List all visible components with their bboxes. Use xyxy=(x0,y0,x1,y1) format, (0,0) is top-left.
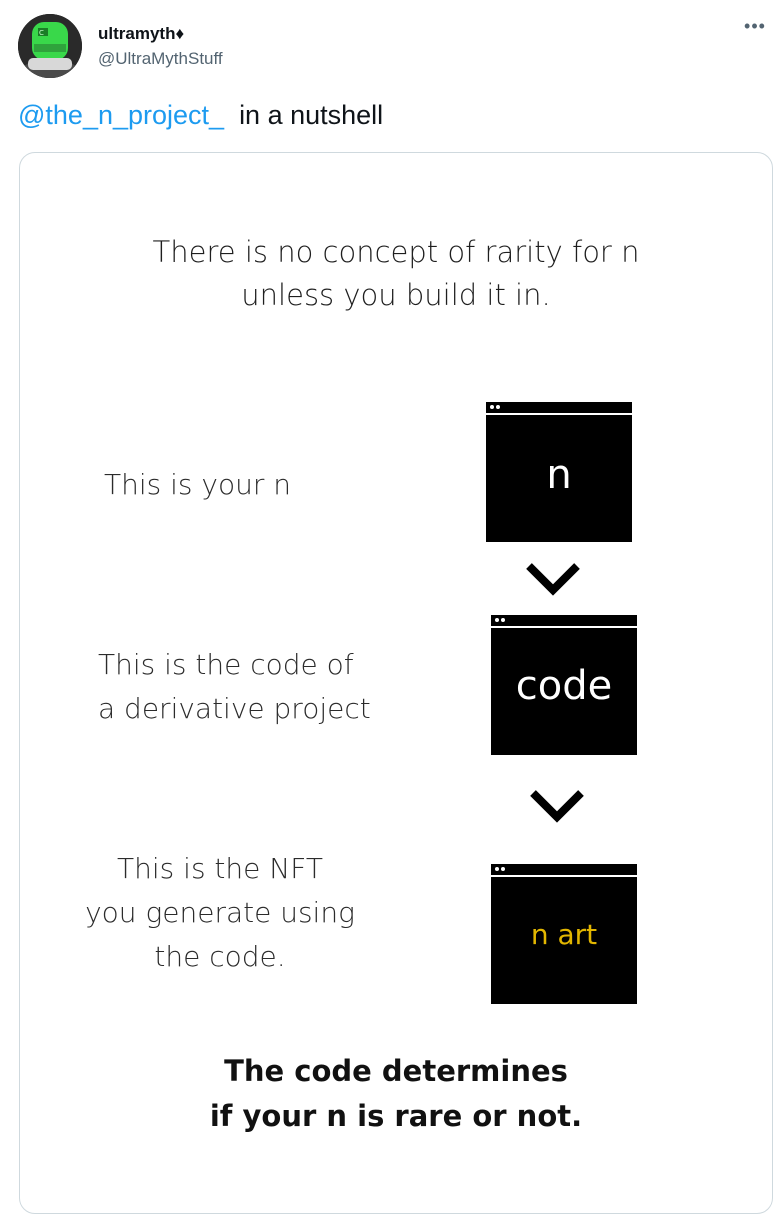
display-name[interactable]: ultramyth♦ xyxy=(98,24,185,43)
label-code: This is the code of a derivative project xyxy=(98,643,371,731)
intro-text: There is no concept of rarity for n unle… xyxy=(20,231,772,317)
window-code: code xyxy=(491,615,637,755)
window-art: n art xyxy=(491,864,637,1004)
conclusion-line-1: The code determines xyxy=(224,1054,568,1088)
window-title-bar xyxy=(491,864,637,877)
label-nft: This is the NFT you generate using the c… xyxy=(82,847,358,979)
label-nft-line-3: the code. xyxy=(154,940,286,973)
conclusion-line-2: if your n is rare or not. xyxy=(209,1099,583,1133)
tweet-text: @the_n_project_ in a nutshell xyxy=(18,100,383,131)
label-code-line-2: a derivative project xyxy=(98,692,371,725)
user-handle[interactable]: @UltraMythStuff xyxy=(98,49,223,68)
window-title-bar xyxy=(486,402,632,415)
intro-line-1: There is no concept of rarity for n xyxy=(152,235,640,269)
window-n-text: n xyxy=(546,452,572,498)
label-nft-line-2: you generate using xyxy=(85,896,355,929)
chevron-down-icon xyxy=(530,790,584,823)
window-code-text: code xyxy=(515,663,613,709)
window-dot xyxy=(490,405,494,409)
window-dot xyxy=(501,618,505,622)
window-dot xyxy=(496,405,500,409)
window-n: n xyxy=(486,402,632,542)
avatar-image: C xyxy=(18,14,82,78)
intro-line-2: unless you build it in. xyxy=(241,278,551,312)
tweet-header: C ultramyth♦ @UltraMythStuff ••• xyxy=(0,0,782,95)
tweet-media-image[interactable]: There is no concept of rarity for n unle… xyxy=(19,152,773,1214)
avatar[interactable]: C xyxy=(18,14,82,78)
window-title-bar xyxy=(491,615,637,628)
window-dot xyxy=(495,867,499,871)
svg-text:C: C xyxy=(39,29,44,37)
label-code-line-1: This is the code of xyxy=(98,648,354,681)
window-art-text: n art xyxy=(530,918,598,951)
more-horizontal-icon[interactable]: ••• xyxy=(744,16,766,36)
mention-link[interactable]: @the_n_project_ xyxy=(18,100,225,130)
conclusion-text: The code determines if your n is rare or… xyxy=(20,1049,772,1139)
window-dot xyxy=(495,618,499,622)
label-your-n: This is your n xyxy=(104,468,291,501)
window-dot xyxy=(501,867,505,871)
chevron-down-icon xyxy=(526,563,580,596)
tweet-body: in a nutshell xyxy=(239,100,384,130)
label-nft-line-1: This is the NFT xyxy=(117,852,323,885)
